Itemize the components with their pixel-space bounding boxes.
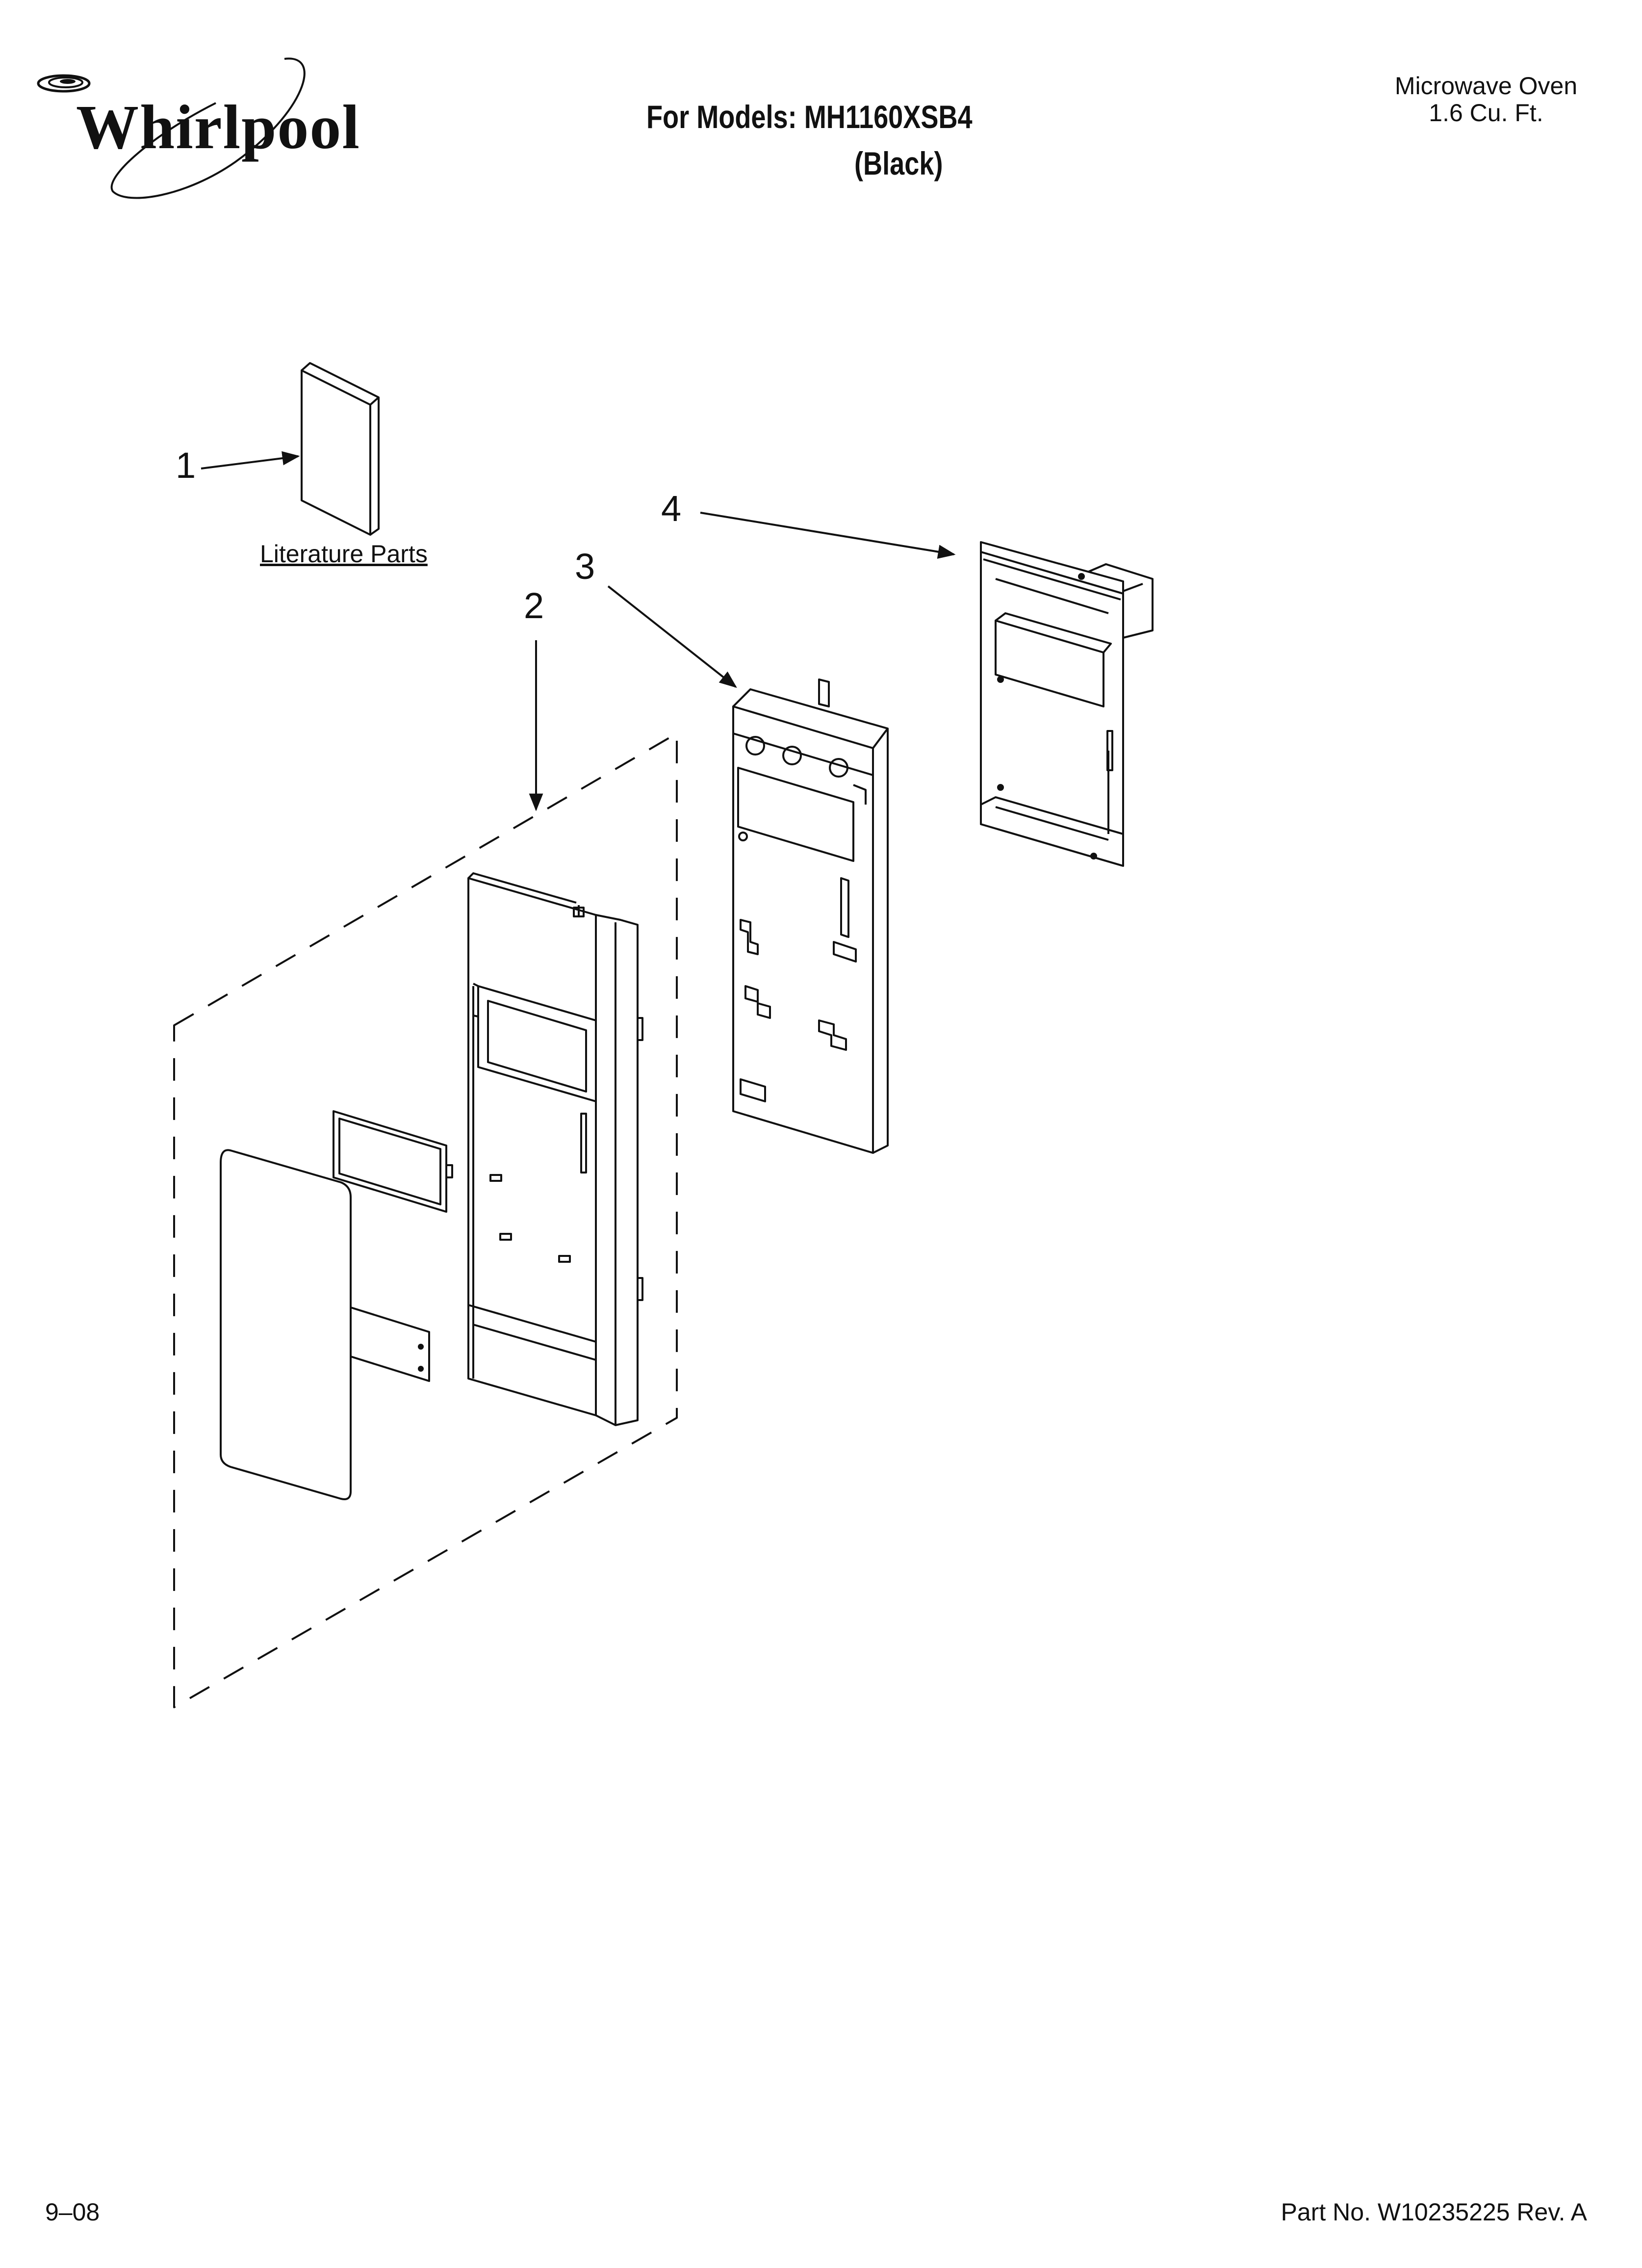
callout-1: 1: [176, 445, 196, 486]
whirlpool-logo: Whirlpool: [29, 54, 359, 206]
part-membrane-overlay: [220, 1149, 352, 1500]
arrow-4: [700, 512, 956, 559]
whirlpool-swirl-icon: [37, 57, 306, 199]
callout-3: 3: [575, 546, 595, 587]
literature-parts-label: Literature Parts: [260, 540, 428, 568]
part-control-panel: [467, 872, 643, 1426]
part-control-housing: [732, 678, 889, 1154]
part-small-plate: [350, 1306, 430, 1382]
callout-4: 4: [661, 488, 682, 529]
product-capacity: 1.6 Cu. Ft.: [1429, 99, 1543, 127]
callout-2: 2: [524, 585, 544, 626]
arrow-3: [607, 585, 737, 688]
product-type: Microwave Oven: [1394, 72, 1578, 100]
part-display-window: [333, 1110, 453, 1213]
product-info: Microwave Oven 1.6 Cu. Ft.: [1363, 73, 1609, 127]
brand-wordmark: Whirlpool: [76, 92, 360, 162]
part-number: Part No. W10235225 Rev. A: [1281, 2198, 1587, 2226]
models-title: For Models: MH1160XSB4: [646, 99, 973, 135]
part-control-board: [980, 541, 1154, 867]
revision-date: 9–08: [45, 2198, 100, 2226]
assembly-dashed-boundary: [173, 732, 678, 1708]
model-color: (Black): [854, 145, 943, 182]
arrow-1: [201, 451, 300, 469]
part-literature-booklet: [301, 362, 380, 536]
